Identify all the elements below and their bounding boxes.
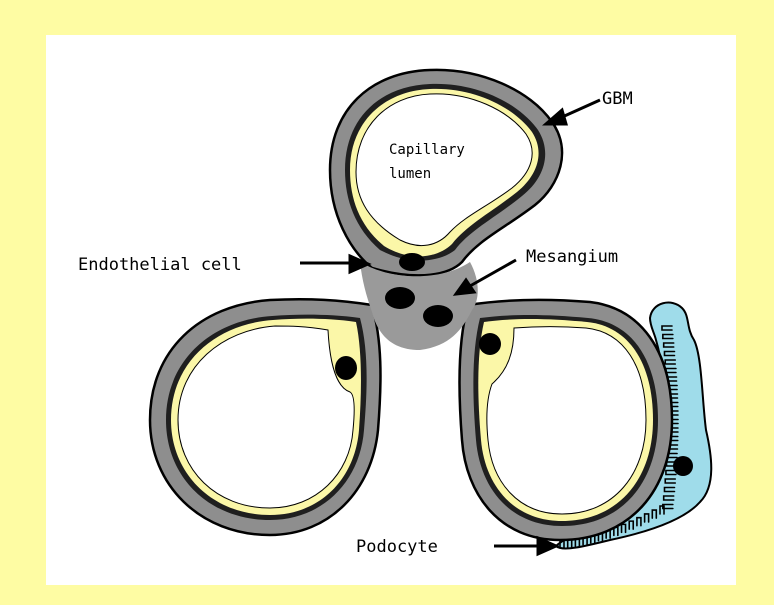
capillary-lumen-label-line2: lumen — [389, 166, 431, 182]
endothelial-nucleus-right — [479, 333, 501, 355]
endothelial-nucleus-left — [335, 356, 357, 380]
endothelial-cell-label: Endothelial cell — [78, 255, 242, 275]
gbm-arrow-line — [560, 100, 600, 118]
mesangium-label: Mesangium — [526, 247, 618, 267]
mesangial-nucleus-right — [423, 305, 453, 327]
podocyte-nucleus — [673, 456, 693, 476]
capillary-lumen-label-line1: Capillary — [389, 142, 465, 158]
gbm-label: GBM — [602, 89, 633, 109]
mesangium-arrow-line — [470, 260, 516, 286]
mesangial-nucleus-left — [385, 287, 415, 309]
right-loop-lumen — [487, 327, 646, 515]
endothelial-nucleus-top — [399, 253, 425, 271]
podocyte-label: Podocyte — [356, 537, 438, 557]
